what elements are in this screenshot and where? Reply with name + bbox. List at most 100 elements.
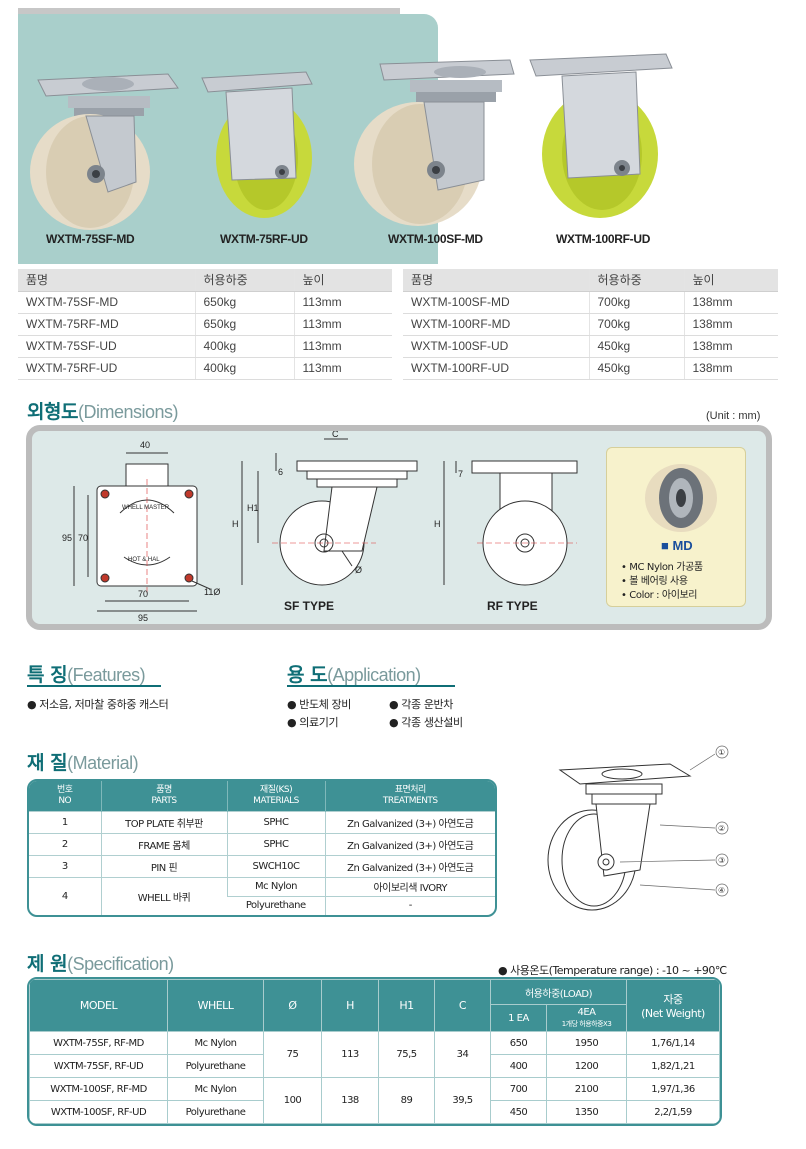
callout-3: ③ xyxy=(718,856,725,865)
application-item-2: ● 각종 운반차 xyxy=(389,698,453,711)
cell: WXTM-100SF-MD xyxy=(403,291,589,314)
dim-7: 7 xyxy=(458,469,463,479)
cell: WXTM-100RF-UD xyxy=(403,357,589,380)
table-row: WXTM-75SF, RF-MD Mc Nylon 75 113 75,5 34… xyxy=(29,1031,720,1078)
dimensions-panel: 40 95 70 70 95 11Ø WHELL MASTER HOT & HA… xyxy=(26,425,772,630)
col-name: 품명 xyxy=(403,269,589,292)
cell: WXTM-75RF-MD xyxy=(18,313,195,336)
callout-1: ① xyxy=(718,748,725,757)
application-item-3: ● 의료기기 xyxy=(287,716,339,729)
caster-75sf-md-image xyxy=(30,73,179,230)
application-underline xyxy=(287,685,455,687)
cell: 89 xyxy=(378,1077,435,1124)
cell: 1200 xyxy=(546,1054,627,1078)
cell: 650kg xyxy=(194,313,294,336)
md-title: ■ MD xyxy=(661,538,693,553)
cell: WXTM-100RF-MD xyxy=(403,313,589,336)
material-title: 재 질(Material) xyxy=(27,752,139,774)
cell: Polyurethane xyxy=(167,1100,264,1124)
cell: - xyxy=(324,895,495,915)
spec-col-model: MODEL xyxy=(29,979,168,1032)
cell: 39,5 xyxy=(434,1077,491,1124)
caster-100sf-md-image xyxy=(354,59,515,226)
cell: 700 xyxy=(490,1077,547,1101)
cell: Zn Galvanized (3+) 아연도금 xyxy=(324,832,495,855)
cell: 400kg xyxy=(194,335,294,358)
cell: 1950 xyxy=(546,1031,627,1055)
unit-label: (Unit : mm) xyxy=(706,410,761,422)
md-line-1: • MC Nylon 가공품 xyxy=(621,562,703,573)
cell: 113 xyxy=(321,1031,379,1078)
table-row: 4 WHELL 바퀴 Mc Nylon 아이보리색 IVORY xyxy=(29,876,495,915)
table-row: WXTM-100SF, RF-MD Mc Nylon 100 138 89 39… xyxy=(29,1077,720,1124)
cell: Polyurethane xyxy=(167,1054,264,1078)
dim-h-sf: H xyxy=(232,519,239,529)
cell: WXTM-100SF, RF-UD xyxy=(29,1100,168,1124)
spec-col-weight: 자중(Net Weight) xyxy=(626,979,720,1032)
col-name: 품명 xyxy=(18,269,195,292)
caster-label-2: WXTM-75RF-UD xyxy=(220,232,308,246)
dim-top-width: 40 xyxy=(140,440,150,450)
cell: 700kg xyxy=(588,313,684,336)
cell: 1,76/1,14 xyxy=(626,1031,720,1055)
cell: 450kg xyxy=(588,335,684,358)
cell: 2100 xyxy=(546,1077,627,1101)
cell: FRAME 몸체 xyxy=(100,832,227,855)
table-row: Polyurethane - xyxy=(29,895,495,915)
plate-text-1: WHELL MASTER xyxy=(122,505,170,511)
spec-col-dia: Ø xyxy=(263,979,322,1032)
cell: WXTM-100SF, RF-MD xyxy=(29,1077,168,1101)
sf-type-label: SF TYPE xyxy=(284,599,335,613)
dim-95-vertical: 95 xyxy=(62,533,72,543)
col-load: 허용하중 xyxy=(194,269,294,292)
caster-label-3: WXTM-100SF-MD xyxy=(388,232,483,246)
md-info-box: ■ MD • MC Nylon 가공품 • 볼 베어링 사용 • Color :… xyxy=(606,447,746,607)
cell: 75,5 xyxy=(378,1031,435,1078)
cell: 아이보리색 IVORY xyxy=(324,876,495,896)
cell: 650kg xyxy=(194,291,294,314)
cell: 1 xyxy=(29,810,101,833)
cell: 113mm xyxy=(293,291,392,314)
mat-col-materials: 재질(KS)MATERIALS xyxy=(226,781,325,811)
cell: Zn Galvanized (3+) 아연도금 xyxy=(324,854,495,877)
caster-75rf-ud-image xyxy=(201,71,313,218)
dim-95-horizontal: 95 xyxy=(138,613,148,623)
dim-70-horizontal: 70 xyxy=(138,589,148,599)
cell: Polyurethane xyxy=(227,895,325,915)
cell: 75 xyxy=(263,1031,322,1078)
caster-label-1: WXTM-75SF-MD xyxy=(46,232,135,246)
cell: 2,2/1,59 xyxy=(626,1100,720,1124)
callout-4: ④ xyxy=(718,886,725,895)
md-line-2: • 볼 베어링 사용 xyxy=(621,576,688,587)
application-item-1: ● 반도체 장비 xyxy=(287,698,351,711)
cell: SPHC xyxy=(226,810,325,833)
table-row: WXTM-100SF, RF-UD Polyurethane 450 1350 … xyxy=(29,1100,720,1124)
cell: 400kg xyxy=(194,357,294,380)
table-row: WXTM-75SF, RF-UD Polyurethane 400 1200 1… xyxy=(29,1054,720,1078)
cell: 1350 xyxy=(546,1100,627,1124)
cell: WXTM-75SF-UD xyxy=(18,335,195,358)
cell: Mc Nylon xyxy=(226,876,325,896)
caster-label-4: WXTM-100RF-UD xyxy=(556,232,651,246)
cell: WXTM-75SF, RF-UD xyxy=(29,1054,168,1078)
cell: WXTM-75SF-MD xyxy=(18,291,195,314)
application-item-4: ● 각종 생산설비 xyxy=(389,716,463,729)
md-wheel-image xyxy=(645,464,717,532)
cell: 138mm xyxy=(683,357,778,380)
cell: 650 xyxy=(490,1031,547,1055)
cell: SPHC xyxy=(226,832,325,855)
cell: 4 xyxy=(29,876,101,915)
cell: 100 xyxy=(263,1077,322,1124)
